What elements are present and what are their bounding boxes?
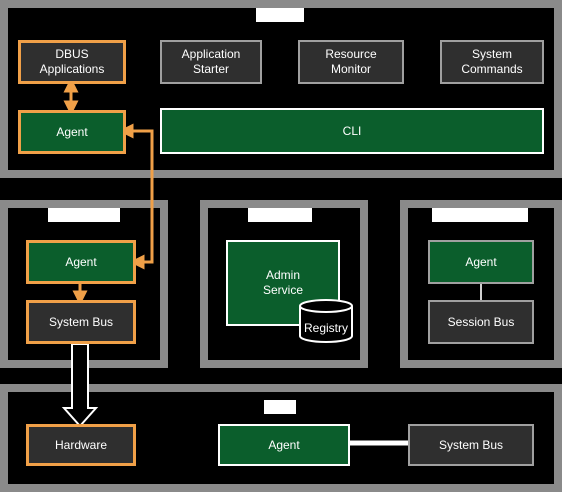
resource-monitor-node: Resource Monitor: [298, 40, 404, 84]
left-agent-node: Agent: [26, 240, 136, 284]
registry-database-icon: [299, 299, 353, 343]
left-system-bus-node: System Bus: [26, 300, 136, 344]
right-agent-node: Agent: [428, 240, 534, 284]
bottom-system-bus-node: System Bus: [408, 424, 534, 466]
registry-label: Registry: [303, 320, 348, 335]
right-region-label-tab: [432, 208, 528, 222]
bottom-agent-node: Agent: [218, 424, 350, 466]
application-starter-node: Application Starter: [160, 40, 262, 84]
sysbus-hardware-arrow: [61, 343, 99, 428]
bottom-region-label-tab: [264, 400, 296, 414]
agent-agent-link: [118, 123, 154, 270]
middle-region-label-tab: [248, 208, 312, 222]
session-bus-node: Session Bus: [428, 300, 534, 344]
dbus-applications-node: DBUS Applications: [18, 40, 126, 84]
top-agent-node: Agent: [18, 110, 126, 154]
cli-node: CLI: [160, 108, 544, 154]
admin-service-node: Admin Service: [226, 240, 340, 326]
hardware-node: Hardware: [26, 424, 136, 466]
left-region-label-tab: [48, 208, 120, 222]
top-region-label-tab: [256, 8, 304, 22]
system-commands-node: System Commands: [440, 40, 544, 84]
